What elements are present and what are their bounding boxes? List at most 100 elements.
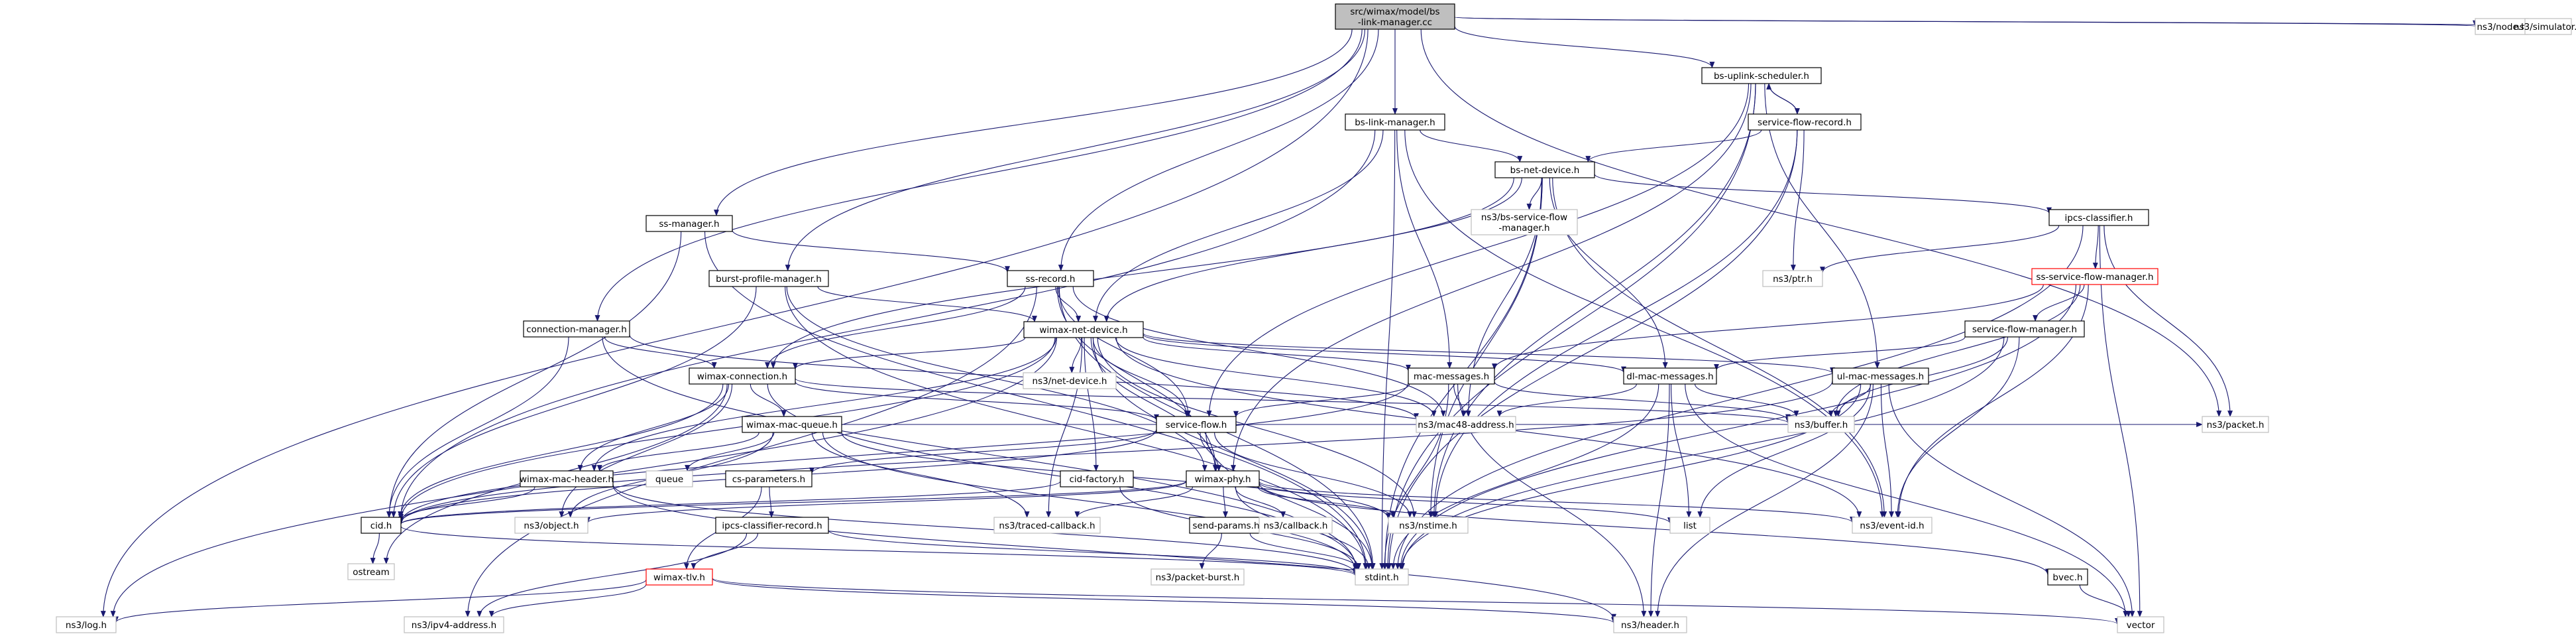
node-bslm[interactable]: bs-link-manager.h <box>1345 113 1445 131</box>
include-edge-sssfm-sfm <box>2033 284 2085 322</box>
include-edge-ulmac-list <box>1697 383 1871 518</box>
node-bvec[interactable]: bvec.h <box>2047 568 2088 586</box>
node-box <box>1623 367 1717 385</box>
include-edge-sflow-stdint <box>1205 432 1375 570</box>
include-edge-wmq-wmh <box>596 432 759 472</box>
node-label: cs-parameters.h <box>732 474 805 485</box>
node-queue: queue <box>645 470 693 487</box>
include-edge-ssr-mac48 <box>1072 286 1446 417</box>
node-box <box>404 616 504 633</box>
node-sfm[interactable]: service-flow-manager.h <box>1964 320 2085 338</box>
node-box <box>1060 470 1134 487</box>
node-label: ss-record.h <box>1026 274 1076 285</box>
node-box <box>1355 568 1409 586</box>
node-ssm[interactable]: ss-manager.h <box>645 215 733 232</box>
include-edge-sssfm-macmsg <box>1492 284 2044 370</box>
node-box <box>1345 113 1445 131</box>
node-cid[interactable]: cid.h <box>361 517 402 534</box>
node-wmq[interactable]: wimax-mac-queue.h <box>742 416 842 433</box>
include-edge-bpm-wphy <box>786 286 1207 472</box>
include-edge-cid-stdint <box>400 526 1358 576</box>
node-wconn[interactable]: wimax-connection.h <box>689 367 796 385</box>
include-edge-wtlv-vector <box>712 578 2120 625</box>
include-edge-ipcscl-packet <box>2103 225 2233 417</box>
node-wnd[interactable]: wimax-net-device.h <box>1023 321 1144 338</box>
node-label: wimax-phy.h <box>1194 474 1251 485</box>
node-label: ss-manager.h <box>659 219 719 229</box>
node-ipcscl[interactable]: ipcs-classifier.h <box>2048 209 2149 226</box>
node-ulmac[interactable]: ul-mac-messages.h <box>1832 367 1929 385</box>
node-csp[interactable]: cs-parameters.h <box>725 470 812 487</box>
node-wmh[interactable]: wimax-mac-header.h <box>520 470 614 487</box>
node-ipcscr[interactable]: ipcs-classifier-record.h <box>715 517 829 534</box>
include-edge-dlmac-stdint <box>1390 383 1659 570</box>
node-box <box>347 563 395 580</box>
node-box <box>520 470 614 487</box>
include-edge-wnd-wmh <box>591 337 1056 472</box>
node-bpm[interactable]: burst-profile-manager.h <box>708 270 829 287</box>
node-label: ns3/event-id.h <box>1860 521 1924 531</box>
include-edge-bslm-eventid <box>1404 129 1885 518</box>
node-cm[interactable]: connection-manager.h <box>523 320 630 338</box>
node-label: mac-messages.h <box>1414 371 1489 382</box>
include-edge-wnd-cid <box>398 337 1056 521</box>
node-label: ns3/node.h <box>2477 22 2526 32</box>
include-edge-macmsg-mac48 <box>1453 383 1467 417</box>
node-wphy[interactable]: wimax-phy.h <box>1186 470 1260 487</box>
include-edge-wphy-object <box>585 481 1187 524</box>
node-packet: ns3/packet.h <box>2202 416 2269 433</box>
node-sfr[interactable]: service-flow-record.h <box>1748 113 1862 131</box>
include-edge-ssm-cid <box>386 231 682 518</box>
include-edge-ulmac-cid <box>398 381 1833 524</box>
include-edge-wmq-traced <box>811 432 1030 518</box>
node-box <box>1613 616 1687 633</box>
node-label: ns3/simulator.h <box>2514 22 2576 32</box>
node-bsnd[interactable]: bs-net-device.h <box>1494 161 1595 178</box>
include-edge-macmsg-stdint <box>1382 383 1449 570</box>
node-sflow[interactable]: service-flow.h <box>1156 416 1237 433</box>
node-ssr[interactable]: ss-record.h <box>1007 270 1094 287</box>
node-macmsg[interactable]: mac-messages.h <box>1408 367 1495 385</box>
include-edge-wconn-wmh <box>577 383 730 472</box>
node-sendp[interactable]: send-params.h <box>1189 517 1263 534</box>
include-edge-wtlv-log <box>113 579 647 623</box>
include-edge-root-ssr <box>1058 29 1379 271</box>
node-dlmac[interactable]: dl-mac-messages.h <box>1623 367 1717 385</box>
node-label: ns3/callback.h <box>1264 521 1328 531</box>
node-label: ns3/log.h <box>66 620 107 631</box>
node-label: ns3/packet-burst.h <box>1156 572 1240 583</box>
include-edge-bsnd-ipcscl <box>1594 174 2052 214</box>
node-label: ns3/ptr.h <box>1773 274 1813 285</box>
node-root[interactable]: src/wimax/model/bs-link-manager.cc <box>1335 3 1455 30</box>
node-box <box>1852 517 1932 534</box>
node-box <box>1787 416 1855 433</box>
include-edge-wnd-netdev <box>1069 337 1082 373</box>
node-label: ns3/packet.h <box>2207 420 2265 430</box>
node-bssfm: ns3/bs-service-flow-manager.h <box>1471 209 1578 235</box>
node-label: bvec.h <box>2052 572 2082 583</box>
node-box <box>1762 270 1823 287</box>
node-box <box>1335 3 1455 30</box>
include-edge-root-cm <box>594 29 1363 322</box>
node-wtlv[interactable]: wimax-tlv.h <box>645 568 713 586</box>
include-edge-wnd-dlmac <box>1143 334 1626 373</box>
node-box <box>1964 320 2085 338</box>
node-box <box>1471 209 1578 235</box>
node-sssfm[interactable]: ss-service-flow-manager.h <box>2031 268 2158 285</box>
node-nstime: ns3/nstime.h <box>1388 517 1469 534</box>
include-edge-sflow-wphy <box>1200 432 1222 472</box>
node-box <box>742 416 842 433</box>
node-label: bs-uplink-scheduler.h <box>1714 71 1809 82</box>
include-edge-root-bpm <box>785 29 1366 271</box>
node-label: connection-manager.h <box>526 324 627 335</box>
include-edge-wnd-cidf <box>1084 337 1099 472</box>
include-edge-wmq-queue <box>685 432 775 472</box>
include-edge-macmsg-sflow <box>1233 383 1410 418</box>
node-box <box>1669 517 1710 534</box>
node-vector: vector <box>2117 616 2164 633</box>
include-edge-wphy-nstime <box>1257 486 1396 518</box>
node-bsup[interactable]: bs-uplink-scheduler.h <box>1701 67 1822 84</box>
include-edge-sfm-dlmac <box>1714 336 1966 371</box>
include-edge-wnd-wconn <box>793 337 1026 370</box>
node-cidf[interactable]: cid-factory.h <box>1060 470 1134 487</box>
